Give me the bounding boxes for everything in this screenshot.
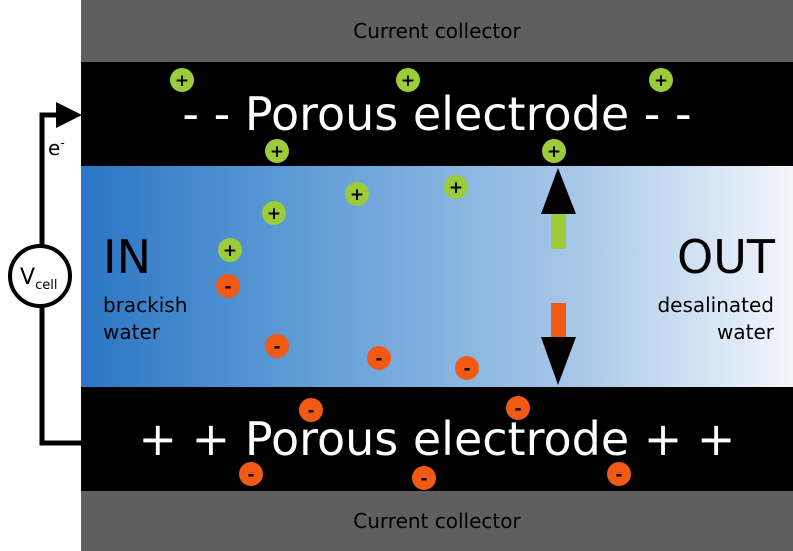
- cation-arrow-head-icon: [541, 168, 576, 214]
- voltage-source-icon: [8, 244, 72, 308]
- anion-icon: -: [265, 334, 289, 358]
- bottom-current-collector-label: Current collector: [353, 509, 521, 533]
- anion-icon: -: [299, 398, 323, 422]
- in-label: IN: [103, 230, 151, 284]
- anion-icon: -: [412, 466, 436, 490]
- top-electrode-label: - - Porous electrode - -: [182, 87, 692, 141]
- anion-arrow-shaft: [551, 303, 566, 339]
- cation-icon: +: [649, 68, 673, 92]
- cation-icon: +: [170, 68, 194, 92]
- svg-text:+: +: [270, 142, 284, 162]
- cation-icon: +: [444, 175, 468, 199]
- in-sublabel-line1: brackish: [103, 293, 188, 317]
- in-sublabel: brackish water: [103, 292, 187, 346]
- svg-text:-: -: [615, 465, 622, 485]
- svg-text:+: +: [175, 71, 189, 91]
- out-sublabel-line1: desalinated: [657, 293, 774, 317]
- bottom-electrode-label: + + Porous electrode + +: [138, 412, 736, 466]
- svg-text:-: -: [463, 359, 470, 379]
- top-current-collector: Current collector: [81, 0, 793, 62]
- svg-text:+: +: [267, 204, 281, 224]
- svg-text:-: -: [375, 349, 382, 369]
- svg-text:-: -: [307, 401, 314, 421]
- circuit-arrow-icon: [56, 102, 82, 128]
- anion-arrow-head-icon: [541, 337, 576, 385]
- top-current-collector-label: Current collector: [353, 19, 521, 43]
- svg-text:-: -: [420, 469, 427, 489]
- svg-text:+: +: [350, 185, 364, 205]
- cation-icon: +: [265, 139, 289, 163]
- bottom-current-collector: Current collector: [81, 491, 793, 551]
- svg-text:+: +: [654, 71, 668, 91]
- svg-text:-: -: [273, 337, 280, 357]
- anion-icon: -: [367, 346, 391, 370]
- anion-icon: -: [455, 356, 479, 380]
- svg-text:-: -: [247, 465, 254, 485]
- svg-text:+: +: [223, 241, 237, 261]
- cation-icon: +: [396, 68, 420, 92]
- electron-label: e-: [48, 136, 65, 160]
- anion-icon: -: [506, 396, 530, 420]
- in-sublabel-line2: water: [103, 320, 160, 344]
- out-sublabel: desalinated water: [657, 292, 774, 346]
- out-label: OUT: [677, 230, 775, 284]
- cation-icon: +: [262, 201, 286, 225]
- anion-icon: -: [239, 462, 263, 486]
- svg-text:+: +: [449, 178, 463, 198]
- svg-text:-: -: [514, 399, 521, 419]
- water-channel: [81, 166, 793, 387]
- top-porous-electrode: - - Porous electrode - -: [81, 62, 793, 166]
- bottom-porous-electrode: + + Porous electrode + +: [81, 387, 793, 491]
- anion-icon: -: [216, 274, 240, 298]
- cation-arrow-shaft: [551, 211, 566, 249]
- cation-icon: +: [542, 139, 566, 163]
- voltage-label: Vcell: [20, 265, 57, 293]
- anion-icon: -: [607, 462, 631, 486]
- svg-text:+: +: [547, 142, 561, 162]
- svg-text:+: +: [401, 71, 415, 91]
- cation-icon: +: [218, 238, 242, 262]
- ion-group: + + + + + + + + + - - - - - - - - -: [170, 68, 673, 490]
- cation-icon: +: [345, 182, 369, 206]
- svg-text:-: -: [224, 277, 231, 297]
- out-sublabel-line2: water: [717, 320, 774, 344]
